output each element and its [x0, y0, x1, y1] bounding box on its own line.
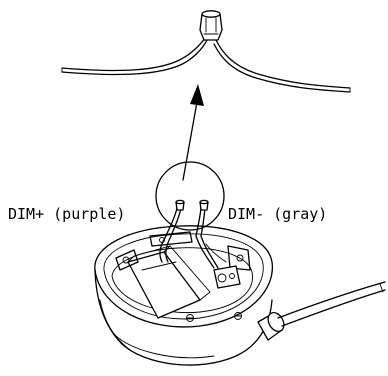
- fixture-housing: [94, 225, 386, 366]
- wire-connector: [61, 10, 351, 93]
- pointer-arrow: [182, 84, 204, 181]
- dim-minus-label: DIM- (gray): [228, 205, 327, 223]
- detail-circle: [155, 161, 225, 237]
- dim-plus-label: DIM+ (purple): [8, 205, 125, 223]
